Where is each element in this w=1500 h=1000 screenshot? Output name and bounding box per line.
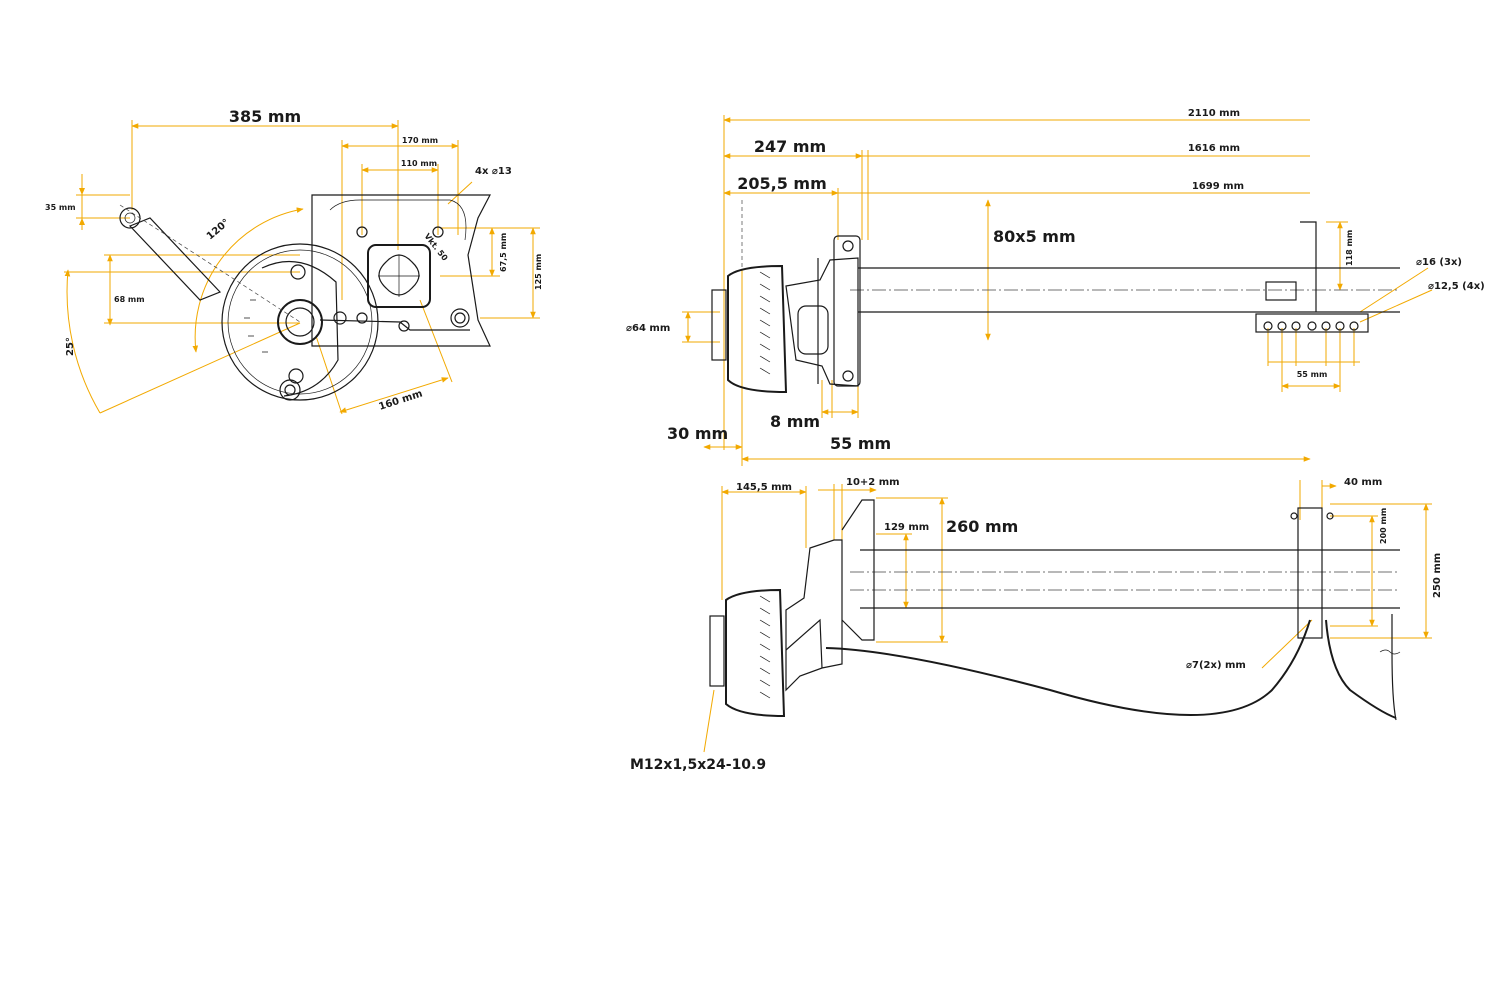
bottom-wheel-hub (709, 499, 875, 718)
bottom-axle-tube (850, 507, 1401, 721)
dim-2110-label: 2110 mm (1188, 108, 1240, 119)
dim-125-label: 125 mm (534, 254, 543, 290)
shock-absorber (119, 204, 301, 323)
dim-8-label: 8 mm (770, 412, 820, 431)
brake-drum (221, 243, 470, 401)
side-view-dimensions (64, 120, 540, 415)
angle-120-label: 120° (205, 217, 232, 242)
dim-55-hub-label: 55 mm (830, 434, 891, 453)
dim-55-pitch-label: 55 mm (1297, 370, 1328, 379)
holes-4x13-label: 4x ⌀13 (475, 166, 512, 177)
axle-tube (850, 221, 1400, 313)
mounting-plate (1255, 313, 1369, 333)
brake-cables (825, 619, 1397, 719)
dim-35-label: 35 mm (45, 203, 76, 212)
dim-110-label: 110 mm (401, 159, 437, 168)
dim-385-label: 385 mm (229, 107, 301, 126)
side-view: 385 mm 170 mm 110 mm 4x ⌀13 35 mm 68 mm … (45, 107, 543, 415)
front-view: 2110 mm 1616 mm 1699 mm 247 mm 205,5 mm … (626, 108, 1485, 466)
dim-250-label: 250 mm (1432, 553, 1443, 598)
dim-260-label: 260 mm (946, 517, 1018, 536)
dim-1616-label: 1616 mm (1188, 143, 1240, 154)
dim-247-label: 247 mm (754, 137, 826, 156)
dim-68-label: 68 mm (114, 295, 145, 304)
holes-12-5-label: ⌀12,5 (4x) (1428, 281, 1485, 292)
dim-170-label: 170 mm (402, 136, 438, 145)
holes-7-label: ⌀7(2x) mm (1186, 660, 1246, 671)
holes-16-label: ⌀16 (3x) (1416, 257, 1462, 268)
dim-129-label: 129 mm (884, 522, 929, 533)
dim-118-label: 118 mm (1345, 230, 1354, 266)
dim-1699-label: 1699 mm (1192, 181, 1244, 192)
mounting-bracket (311, 194, 491, 347)
dim-30-label: 30 mm (667, 424, 728, 443)
bolt-spec-label: M12x1,5x24-10.9 (630, 757, 766, 773)
angle-25-label: 25° (65, 337, 76, 356)
dim-10-2-label: 10+2 mm (846, 477, 900, 488)
dim-40-label: 40 mm (1344, 477, 1382, 488)
dim-67-5-label: 67,5 mm (499, 233, 508, 272)
wheel-hub (711, 200, 861, 394)
front-view-dimensions (682, 115, 1433, 466)
dim-205-5-label: 205,5 mm (737, 174, 827, 193)
dim-200-label: 200 mm (1379, 508, 1388, 544)
dim-160-label: 160 mm (378, 388, 424, 412)
dim-145-5-label: 145,5 mm (736, 482, 792, 493)
tube-80x5-label: 80x5 mm (993, 227, 1076, 246)
hub-64-label: ⌀64 mm (626, 323, 670, 334)
bottom-view-dimensions (703, 480, 1432, 753)
bottom-view: 145,5 mm 10+2 mm 129 mm 260 mm 40 mm 200… (630, 477, 1443, 773)
